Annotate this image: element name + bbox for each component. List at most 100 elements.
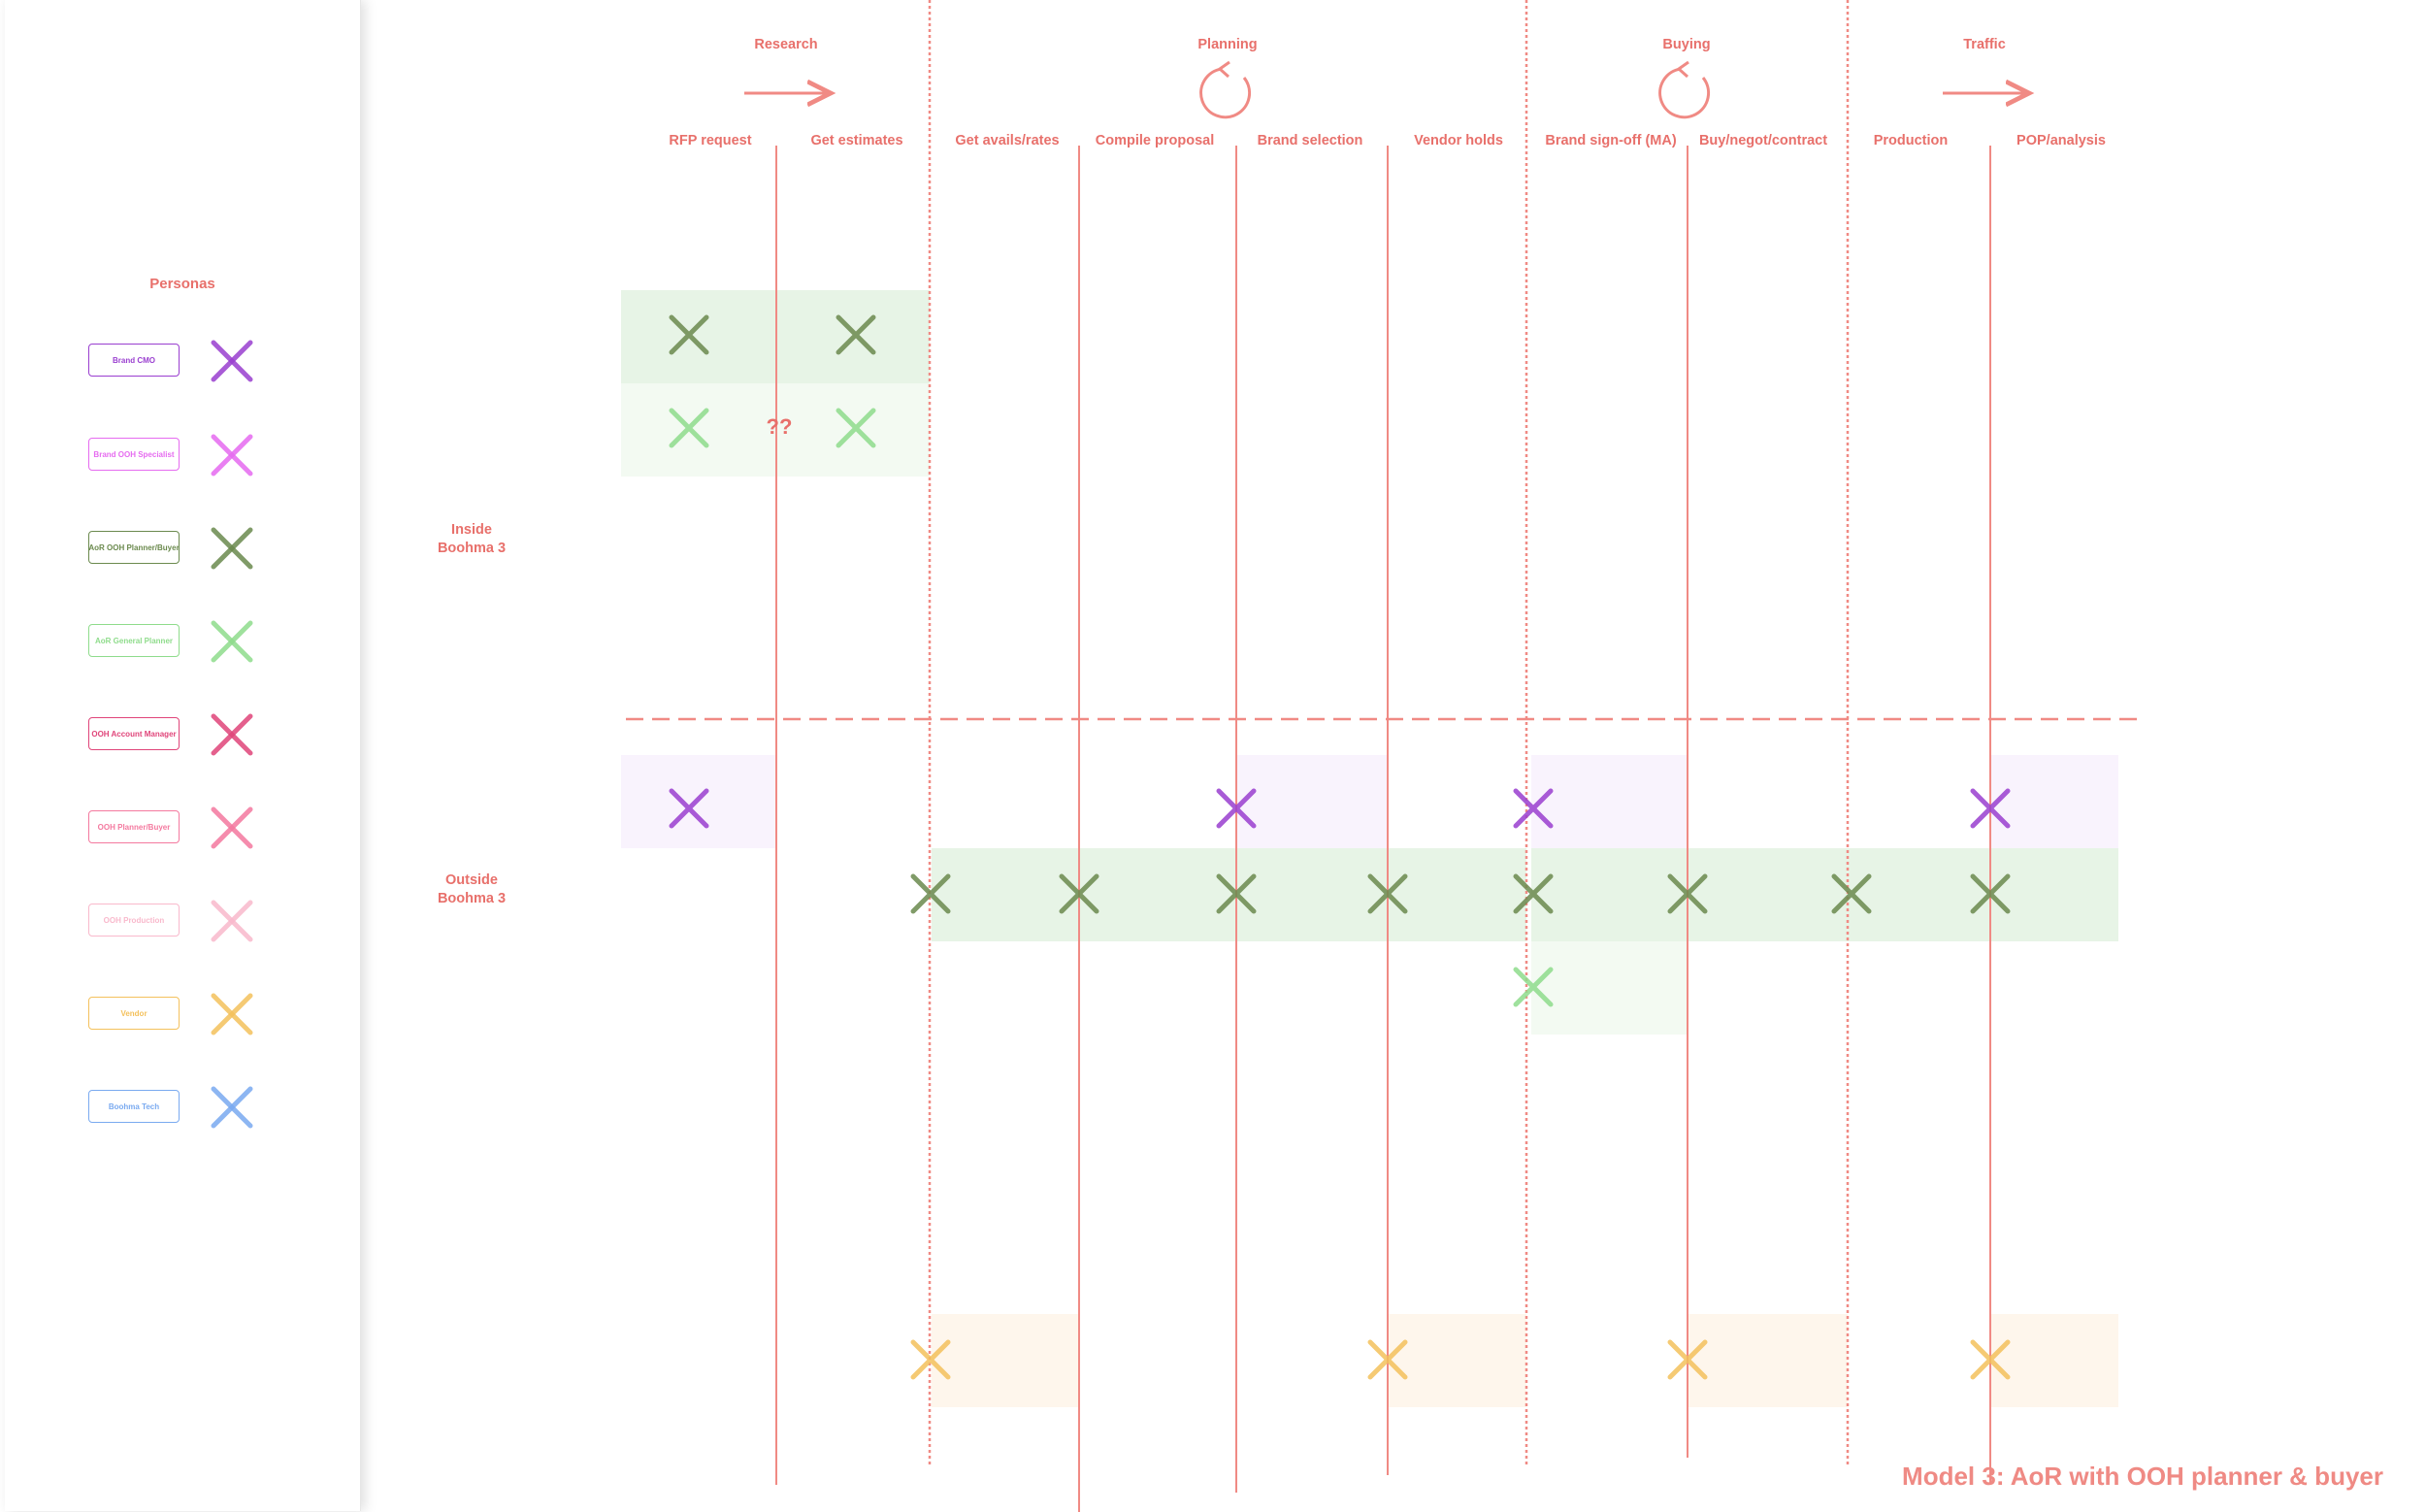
mark-outside-aor-ooh-planner-buyer-buy-negot-contract	[1667, 873, 1708, 914]
x-stroke	[1367, 1339, 1408, 1380]
step-label-brand-sign-off-ma: Brand sign-off (MA)	[1545, 133, 1677, 148]
mark-inside-aor-ooh-planner-buyer-get-estimates	[836, 314, 876, 355]
step-label-compile-proposal: Compile proposal	[1095, 133, 1215, 148]
persona-chip-ooh-planner-buyer[interactable]: OOH Planner/Buyer	[88, 810, 180, 843]
step-label-pop-analysis: POP/analysis	[2016, 133, 2106, 148]
persona-x-stroke	[211, 993, 253, 1035]
zone-label-line: Boohma 3	[437, 541, 507, 556]
x-stroke	[1667, 1339, 1708, 1380]
x-stroke	[1970, 788, 2011, 829]
persona-x-icon	[211, 620, 253, 663]
x-stroke	[836, 408, 876, 448]
band-aor-ooh-planner-buyer	[1848, 848, 1990, 941]
band-aor-ooh-planner-buyer	[1688, 848, 1848, 941]
band-vendor	[1688, 1314, 1848, 1407]
band-brand-cmo	[1531, 755, 1688, 848]
step-label-get-estimates: Get estimates	[810, 133, 903, 148]
phase-label-research: Research	[754, 37, 818, 52]
cycle-arrowhead	[1218, 60, 1230, 79]
persona-x-stroke	[211, 713, 253, 756]
zone-label-line: Outside	[445, 872, 498, 888]
band-aor-ooh-planner-buyer	[1990, 848, 2118, 941]
mark-outside-aor-ooh-planner-buyer-pop-analysis	[1970, 873, 2011, 914]
step-label-rfp-request: RFP request	[669, 133, 752, 148]
persona-chip-ooh-production[interactable]: OOH Production	[88, 904, 180, 937]
step-label-get-avails-rates: Get avails/rates	[955, 133, 1060, 148]
persona-chip-aor-general-planner[interactable]: AoR General Planner	[88, 624, 180, 657]
mark-outside-aor-ooh-planner-buyer-brand-selection	[1216, 873, 1257, 914]
persona-x-stroke	[211, 900, 253, 942]
band-aor-ooh-planner-buyer	[1388, 848, 1526, 941]
mark-outside-vendor-vendor-holds	[1367, 1339, 1408, 1380]
mark-inside-aor-general-planner-get-estimates	[836, 408, 876, 448]
x-stroke	[836, 314, 876, 355]
band-aor-ooh-planner-buyer	[932, 848, 1079, 941]
x-stroke	[1513, 873, 1554, 914]
mark-outside-aor-ooh-planner-buyer-vendor-holds	[1367, 873, 1408, 914]
mark-outside-brand-cmo-brand-sign-off-ma	[1513, 788, 1554, 829]
persona-chip-ooh-account-manager[interactable]: OOH Account Manager	[88, 717, 180, 750]
persona-chip-boohma-tech[interactable]: Boohma Tech	[88, 1090, 180, 1123]
cycle-icon	[1199, 60, 1252, 119]
x-stroke	[910, 873, 951, 914]
mark-outside-vendor-get-avails-rates	[910, 1339, 951, 1380]
cycle-icon	[1658, 60, 1711, 119]
persona-chip-brand-cmo[interactable]: Brand CMO	[88, 344, 180, 377]
x-stroke	[1831, 873, 1872, 914]
mark-outside-aor-general-planner-brand-sign-off-ma	[1513, 967, 1554, 1007]
mark-outside-aor-ooh-planner-buyer-compile-proposal	[1059, 873, 1099, 914]
mark-outside-brand-cmo-brand-selection	[1216, 788, 1257, 829]
persona-x-icon	[211, 806, 253, 849]
x-stroke	[1216, 873, 1257, 914]
persona-x-icon	[211, 713, 253, 756]
phase-label-planning: Planning	[1197, 37, 1258, 52]
persona-x-stroke	[211, 434, 253, 477]
persona-x-stroke	[211, 340, 253, 382]
band-aor-ooh-planner-buyer	[1236, 848, 1388, 941]
persona-chip-brand-ooh-specialist[interactable]: Brand OOH Specialist	[88, 438, 180, 471]
band-aor-general-planner	[621, 383, 776, 477]
zone-label-line: Boohma 3	[437, 891, 507, 906]
band-aor-ooh-planner-buyer	[1079, 848, 1236, 941]
band-brand-cmo	[1236, 755, 1388, 848]
mark-outside-aor-ooh-planner-buyer-production	[1831, 873, 1872, 914]
band-vendor	[1388, 1314, 1526, 1407]
mark-outside-aor-ooh-planner-buyer-brand-sign-off-ma	[1513, 873, 1554, 914]
band-aor-general-planner	[1531, 941, 1688, 1035]
band-brand-cmo	[1990, 755, 2118, 848]
mark-outside-vendor-pop-analysis	[1970, 1339, 2011, 1380]
mark-inside-aor-general-planner-rfp-request	[669, 408, 709, 448]
persona-x-icon	[211, 340, 253, 382]
persona-chip-vendor[interactable]: Vendor	[88, 997, 180, 1030]
persona-x-icon	[211, 1086, 253, 1129]
x-stroke	[669, 788, 709, 829]
mark-outside-aor-ooh-planner-buyer-get-avails-rates	[910, 873, 951, 914]
band-vendor	[1990, 1314, 2118, 1407]
persona-x-icon	[211, 434, 253, 477]
step-label-production: Production	[1873, 133, 1949, 148]
phase-label-traffic: Traffic	[1963, 37, 2006, 52]
x-stroke	[1513, 788, 1554, 829]
x-stroke	[910, 1339, 951, 1380]
persona-chip-aor-ooh-planner-buyer[interactable]: AoR OOH Planner/Buyer	[88, 531, 180, 564]
persona-x-icon	[211, 900, 253, 942]
zone-label-line: Inside	[451, 522, 492, 538]
diagram-title: Model 3: AoR with OOH planner & buyer	[1902, 1462, 2383, 1491]
persona-x-stroke	[211, 1086, 253, 1129]
uncertain-marker: ??	[766, 414, 793, 439]
x-stroke	[1667, 873, 1708, 914]
x-stroke	[1216, 788, 1257, 829]
mark-outside-brand-cmo-pop-analysis	[1970, 788, 2011, 829]
x-stroke	[1367, 873, 1408, 914]
cycle-arrowhead	[1677, 60, 1689, 79]
step-label-brand-selection: Brand selection	[1257, 133, 1363, 148]
x-stroke	[669, 408, 709, 448]
band-aor-ooh-planner-buyer	[621, 290, 776, 383]
x-stroke	[1970, 873, 2011, 914]
phase-label-buying: Buying	[1662, 37, 1711, 52]
x-stroke	[1059, 873, 1099, 914]
x-stroke	[669, 314, 709, 355]
